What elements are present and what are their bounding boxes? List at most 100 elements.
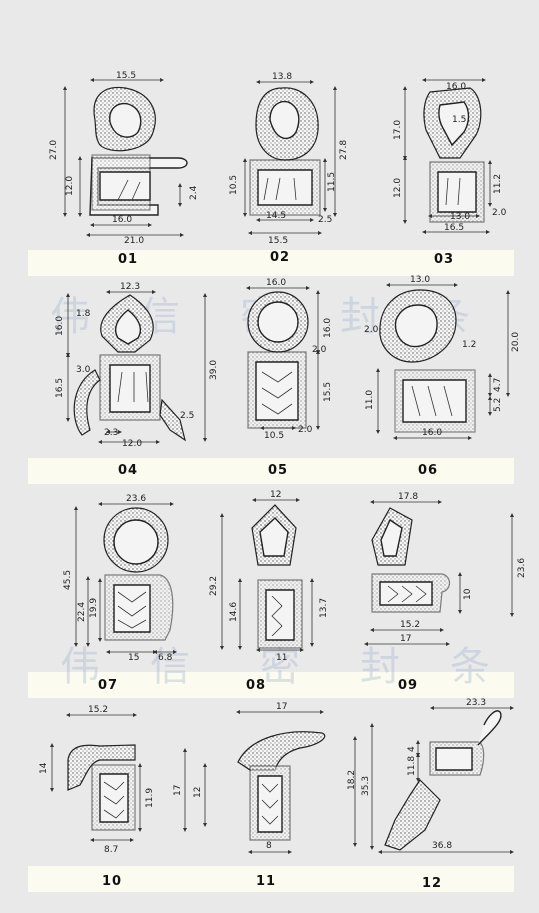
dimension-label: 17.8 <box>398 492 418 502</box>
dimension-label: 11.9 <box>145 788 155 808</box>
dimension-label: 2.5 <box>318 215 332 225</box>
dimension-label: 12 <box>270 490 281 500</box>
profile-08: 12 29.2 14.6 13.7 11 <box>209 490 329 663</box>
dimension-label: 15.5 <box>323 382 333 402</box>
dimension-label: 1.2 <box>462 340 476 350</box>
dimension-label: 27.0 <box>49 140 59 160</box>
profile-number: 09 <box>398 678 419 693</box>
dimension-label: 4 <box>407 746 417 752</box>
dimension-label: 13.7 <box>319 598 329 618</box>
dimension-label: 18.2 <box>347 770 357 790</box>
dimension-label: 1.8 <box>76 309 91 319</box>
profile-12: 23.3 4 11.8 35.3 36.8 <box>361 698 514 854</box>
label-band-row4 <box>28 866 514 892</box>
dimension-label: 17 <box>400 634 411 644</box>
dimension-label: 16.0 <box>422 428 442 438</box>
watermark-char: 伟 <box>60 644 100 690</box>
dimension-label: 16.0 <box>112 215 132 225</box>
dimension-label: 5.2 <box>493 398 503 412</box>
watermark-char: 条 <box>450 644 490 690</box>
watermark-char: 封 <box>340 294 380 340</box>
dimension-label: 23.6 <box>126 494 146 504</box>
dimension-label: 2.0 <box>312 345 327 355</box>
profile-07: 23.6 45.5 22.4 19.9 15 6.8 <box>63 494 177 663</box>
dimension-label: 12 <box>193 787 203 798</box>
profile-05: 16.0 16.0 2.0 15.5 10.5 2.0 <box>246 278 333 441</box>
dimension-label: 39.0 <box>209 360 219 380</box>
dimension-label: 11.0 <box>365 390 375 410</box>
dimension-label: 15.5 <box>116 71 136 81</box>
dimension-label: 10 <box>463 588 473 600</box>
profile-11: 17 12 18.2 8 <box>193 702 357 854</box>
dimension-label: 19.9 <box>89 598 99 618</box>
dimension-label: 16.0 <box>446 82 466 92</box>
dimension-label: 11.5 <box>327 172 337 192</box>
dimension-label: 23.6 <box>517 558 527 578</box>
dimension-label: 16.5 <box>55 378 65 398</box>
dimension-label: 11.2 <box>493 174 503 194</box>
profile-number: 02 <box>270 250 291 265</box>
watermark-row-2: 伟 信 密 封 条 <box>60 644 490 690</box>
dimension-label: 12.0 <box>65 176 75 196</box>
dimension-label: 21.0 <box>124 236 144 246</box>
profile-04: 12.3 1.8 16.0 3.0 16.5 39.0 2.5 2.3 12.0 <box>55 282 219 449</box>
profile-number: 10 <box>102 874 123 889</box>
dimension-label: 27.8 <box>339 140 349 160</box>
dimension-label: 14 <box>39 762 49 774</box>
dimension-label: 15 <box>128 653 139 663</box>
dimension-label: 45.5 <box>63 570 73 590</box>
dimension-label: 12.0 <box>122 439 142 449</box>
profile-01: 15.5 27.0 12.0 16.0 21.0 2.4 <box>49 71 199 246</box>
watermark-char: 信 <box>150 644 190 690</box>
profile-number: 03 <box>434 252 455 267</box>
dimension-label: 17 <box>173 785 183 796</box>
label-band-row2 <box>28 458 514 484</box>
profile-number: 04 <box>118 463 139 478</box>
dimension-label: 17 <box>276 702 287 712</box>
profile-number: 08 <box>246 678 267 693</box>
dimension-label: 6.8 <box>158 653 173 663</box>
dimension-label: 2.0 <box>298 425 313 435</box>
dimension-label: 10.5 <box>229 175 239 195</box>
dimension-label: 2.0 <box>492 208 507 218</box>
dimension-label: 8 <box>266 841 272 851</box>
dimension-label: 23.3 <box>466 698 486 708</box>
label-band-row1 <box>28 250 514 276</box>
profile-number: 07 <box>98 678 119 693</box>
dimension-label: 14.6 <box>229 602 239 622</box>
dimension-label: 1.5 <box>452 115 466 125</box>
dimension-label: 2.4 <box>189 185 199 200</box>
dimension-label: 2.5 <box>180 411 194 421</box>
profile-number: 01 <box>118 252 139 267</box>
dimension-label: 22.4 <box>77 602 87 622</box>
dimension-label: 16.0 <box>266 278 286 288</box>
watermark-char: 伟 <box>50 294 90 340</box>
dimension-label: 12.0 <box>393 178 403 198</box>
dimension-label: 16.0 <box>323 318 333 338</box>
dimension-label: 29.2 <box>209 576 219 596</box>
profile-number: 11 <box>256 874 277 889</box>
watermark-char: 封 <box>360 644 400 690</box>
profile-06: 13.0 2.0 1.2 20.0 11.0 4.7 5.2 16.0 <box>364 275 521 440</box>
profile-03: 16.0 17.0 1.5 12.0 11.2 13.0 16.5 2.0 <box>393 78 507 234</box>
dimension-label: 17.0 <box>393 120 403 140</box>
dimension-label: 13.0 <box>450 212 470 222</box>
dimension-label: 12.3 <box>120 282 140 292</box>
dimension-label: 13.8 <box>272 72 292 82</box>
dimension-label: 4.7 <box>493 378 503 392</box>
dimension-label: 20.0 <box>511 332 521 352</box>
dimension-label: 11 <box>276 653 287 663</box>
profile-10: 15.2 14 11.9 17 8.7 <box>39 705 187 855</box>
dimension-label: 36.8 <box>432 841 452 851</box>
dimension-label: 13.0 <box>410 275 430 285</box>
dimension-label: 15.2 <box>88 705 108 715</box>
dimension-label: 15.5 <box>268 236 288 246</box>
dimension-label: 15.2 <box>400 620 420 630</box>
dimension-label: 16.5 <box>444 223 464 233</box>
dimension-label: 3.0 <box>76 365 91 375</box>
profile-number: 05 <box>268 463 289 478</box>
dimension-label: 2.3 <box>104 428 118 438</box>
dimension-label: 11.8 <box>407 756 417 776</box>
